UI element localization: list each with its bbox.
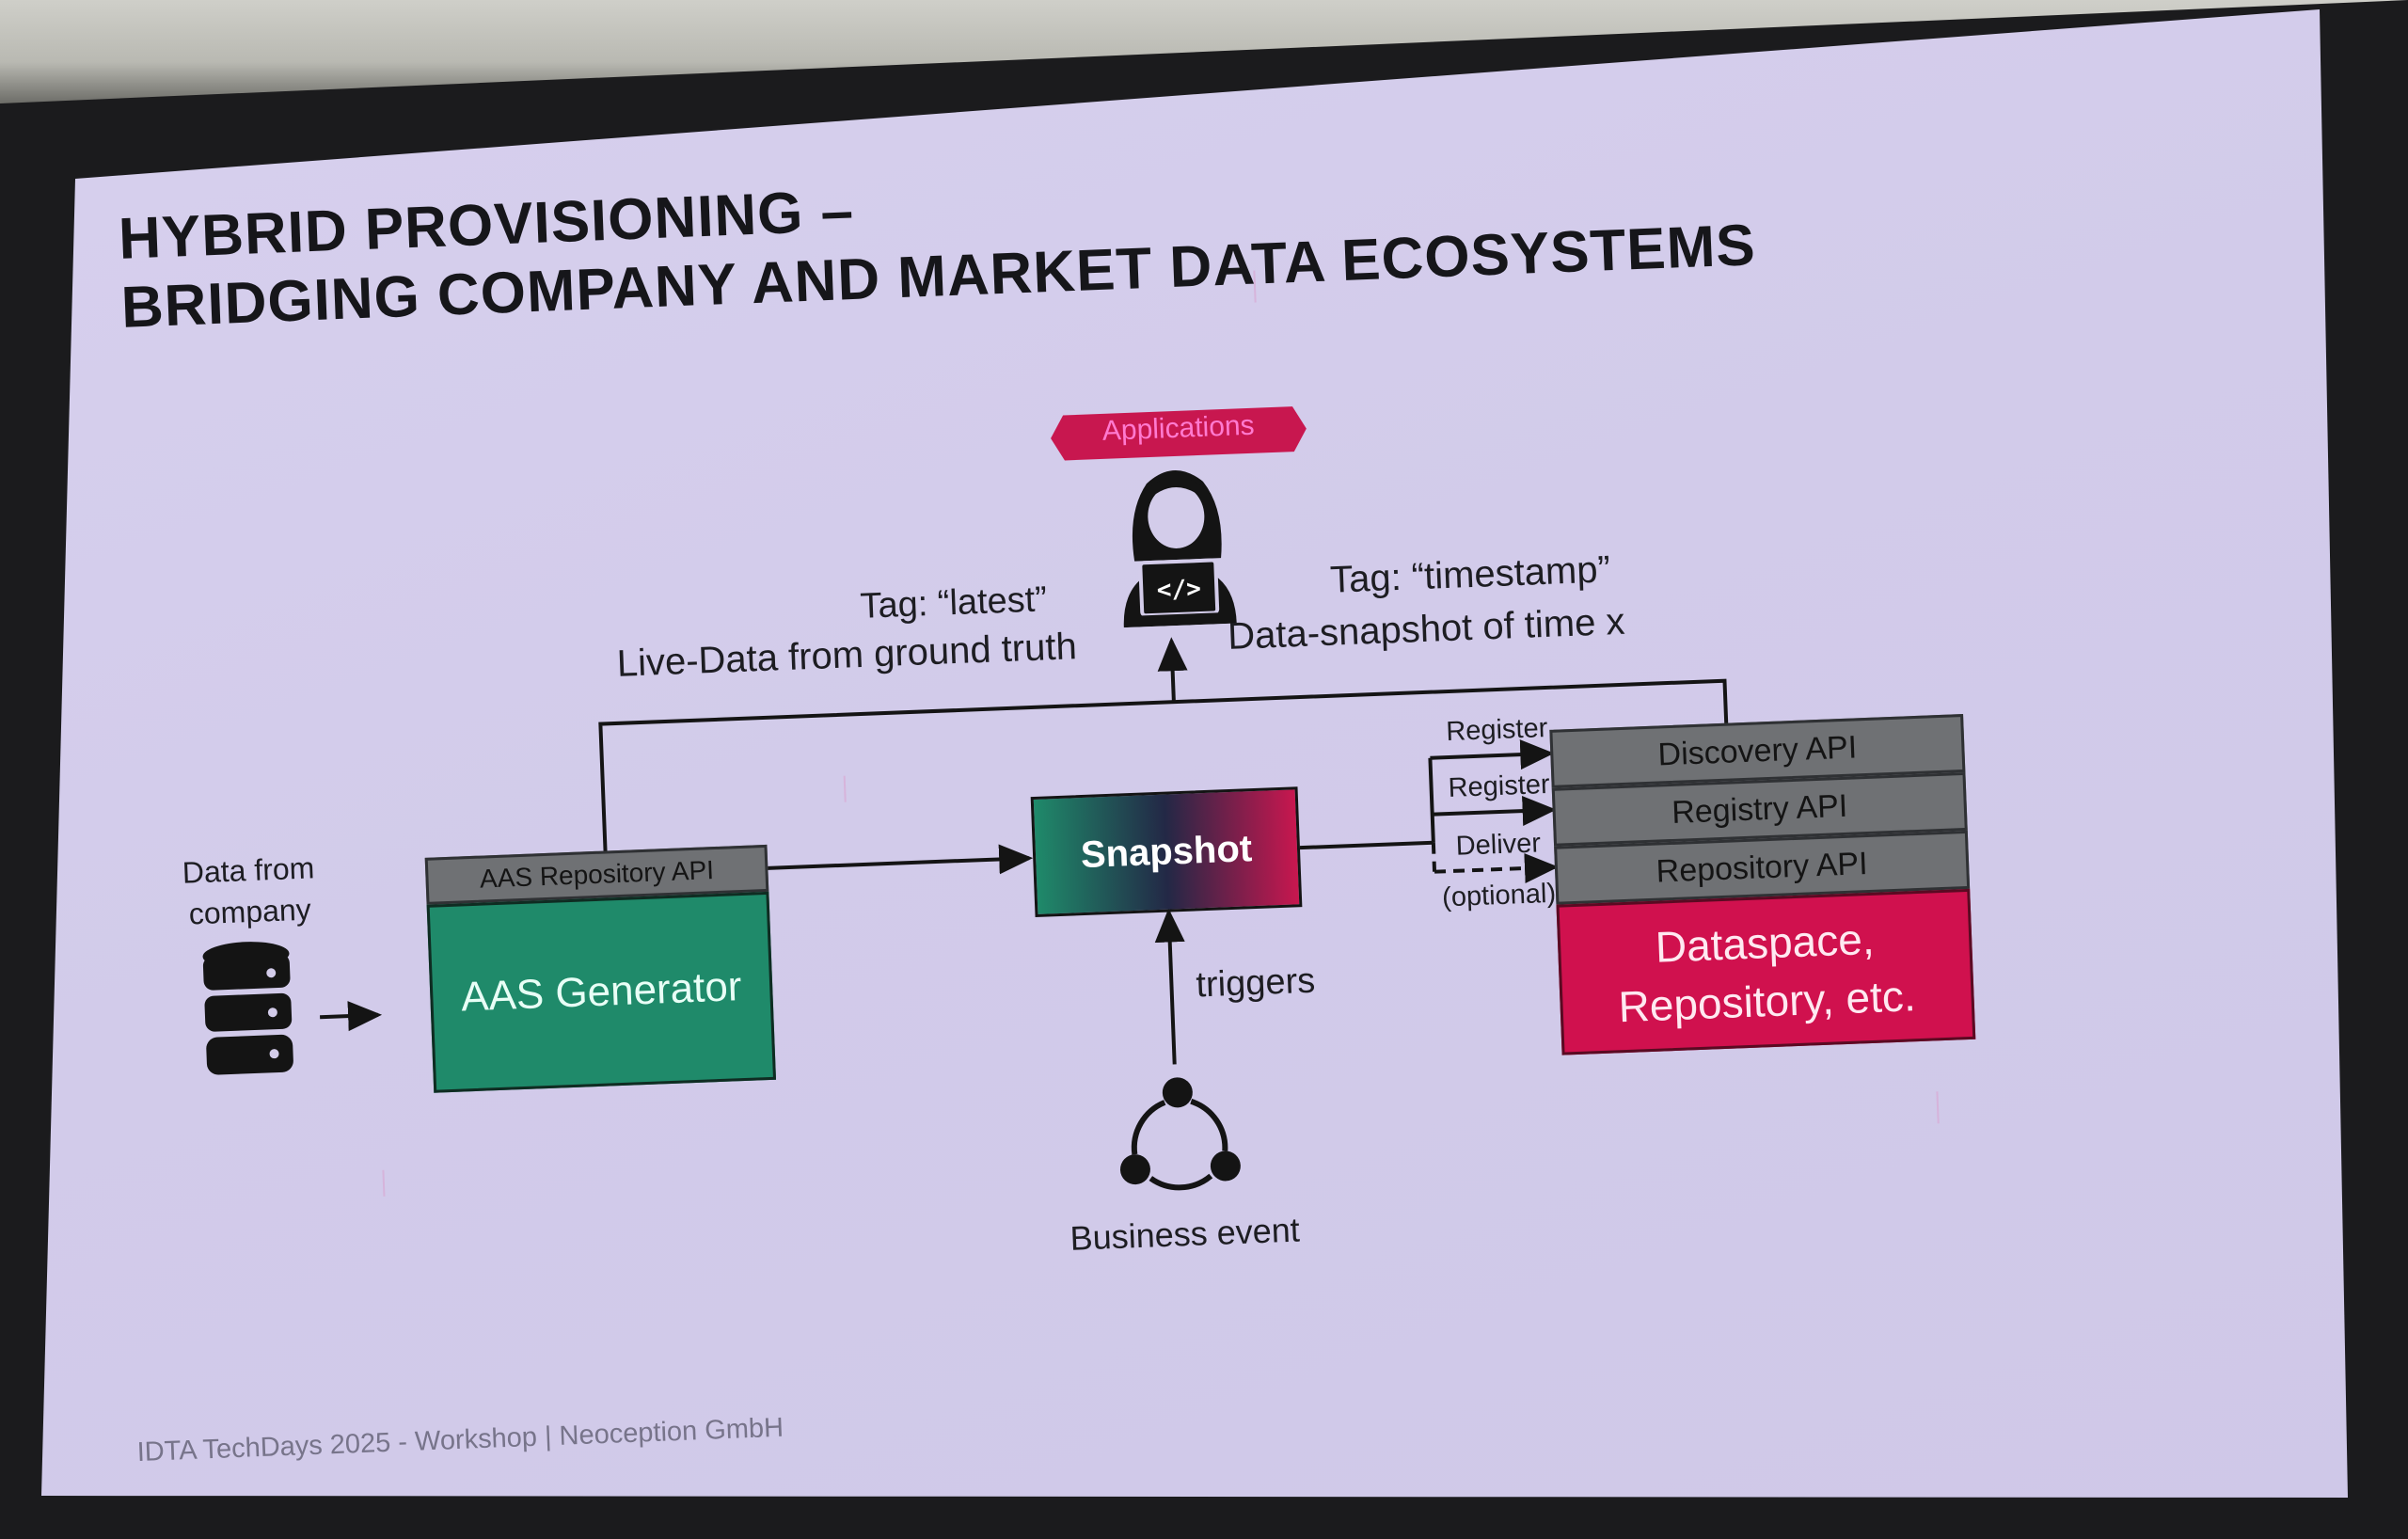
to-applications-arrow [1157, 637, 1188, 703]
register-label-2: Register [1448, 769, 1551, 804]
triggers-label: triggers [1195, 960, 1316, 1006]
repo-to-snapshot-arrow [768, 844, 1034, 875]
triggers-arrow [1154, 908, 1185, 1065]
aas-repository-api-label: AAS Repository API [479, 855, 715, 894]
snapshot-box: Snapshot [1030, 786, 1303, 918]
discovery-api-label: Discovery API [1656, 728, 1858, 772]
register-registry-arrow [1432, 796, 1557, 827]
dataspace-box: Dataspace, Repository, etc. [1556, 888, 1976, 1055]
snapshot-label: Snapshot [1080, 827, 1253, 876]
optional-label: (optional) [1441, 878, 1557, 913]
database-icon [202, 942, 293, 1075]
developer-user-icon: </> [1123, 470, 1237, 628]
repository-api-label: Repository API [1656, 845, 1869, 890]
business-event-icon [1119, 1077, 1241, 1191]
dataspace-label-1: Dataspace, [1654, 913, 1876, 972]
snapshot-output-connector [1299, 840, 1434, 850]
aas-generator-box: AAS Generator [426, 891, 777, 1093]
dataspace-label-2: Repository, etc. [1617, 971, 1917, 1032]
applications-badge [1051, 406, 1307, 461]
register-label-1: Register [1445, 712, 1548, 748]
data-input-arrow [320, 1001, 383, 1032]
register-discovery-arrow [1430, 739, 1555, 770]
data-from-company-label-1: Data from [182, 850, 315, 890]
latest-connector [598, 678, 1729, 875]
deliver-label: Deliver [1455, 828, 1542, 862]
deliver-repository-arrow [1434, 853, 1559, 883]
aas-generator-label: AAS Generator [460, 963, 743, 1021]
registry-api-label: Registry API [1671, 787, 1848, 831]
svg-text:</>: </> [1156, 575, 1201, 605]
data-from-company-label-2: company [188, 892, 312, 931]
